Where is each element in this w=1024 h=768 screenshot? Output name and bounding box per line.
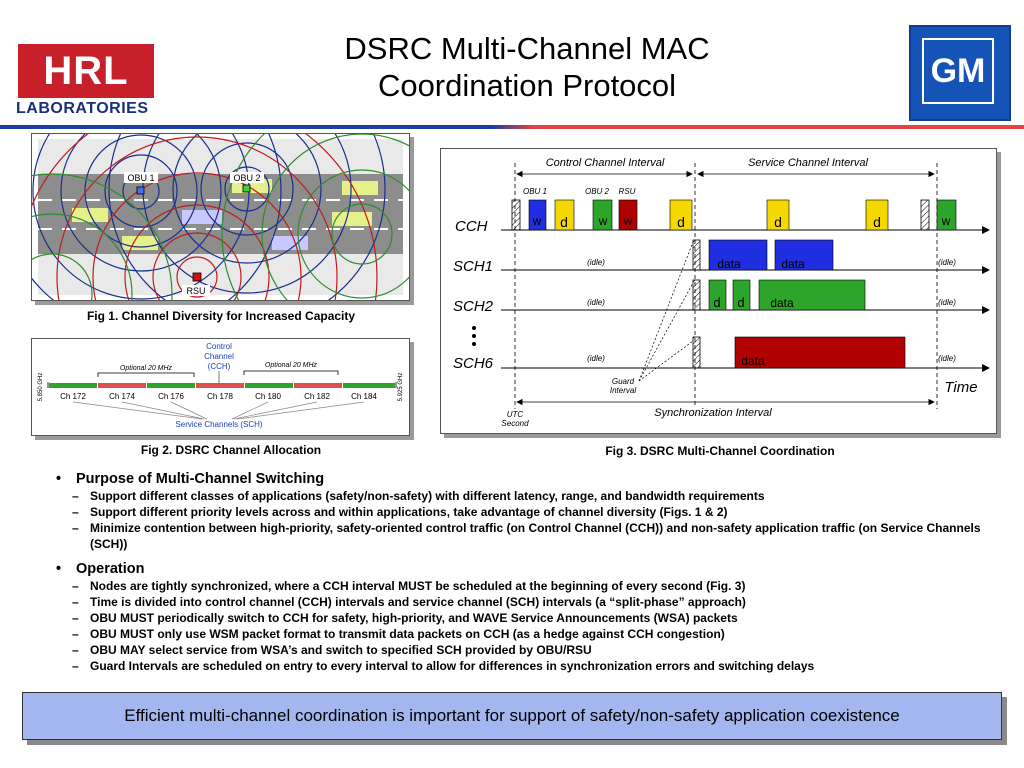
- fig1-channel-diversity-image: OBU 1 OBU 2 RSU: [32, 134, 409, 300]
- bullet-operation-item-4: OBU MUST only use WSM packet format to t…: [56, 626, 996, 642]
- fig3-cch-w1: w: [532, 214, 542, 228]
- fig2-ch176: Ch 176: [158, 392, 184, 401]
- fig3-sch6-idle-1: (idle): [587, 354, 605, 363]
- fig3-sch2-idle-2: (idle): [938, 298, 956, 307]
- hrl-logo-subtitle: LABORATORIES: [16, 100, 149, 117]
- fig1-obu1-label: OBU 1: [127, 173, 154, 183]
- bullet-operation: Operation: [56, 560, 996, 578]
- fig2-figure: Control Channel (CCH) Optional 20 MHz Op…: [31, 338, 410, 436]
- fig3-sch6-data: data: [741, 354, 765, 368]
- fig2-optional-right: Optional 20 MHz: [265, 362, 318, 369]
- bullet-operation-item-3: OBU MUST periodically switch to CCH for …: [56, 610, 996, 626]
- fig2-cch-label-1: Control: [206, 342, 232, 351]
- fig3-cch-d4: d: [873, 214, 881, 230]
- fig3-sch1-idle-2: (idle): [938, 258, 956, 267]
- fig3-coordination-diagram: Control Channel Interval Service Channel…: [453, 156, 990, 428]
- fig3-row-sch2: SCH2: [453, 298, 494, 315]
- bullet-operation-item-2: Time is divided into control channel (CC…: [56, 594, 996, 610]
- fig3-sch1-data2: data: [781, 257, 805, 271]
- bullet-purpose: Purpose of Multi-Channel Switching: [56, 470, 996, 488]
- fig3-row-cch: CCH: [455, 218, 488, 235]
- fig3-obu1-label: OBU 1: [523, 187, 547, 196]
- fig3-utc-1: UTC: [507, 410, 524, 419]
- fig3-row-sch6: SCH6: [453, 355, 494, 372]
- bullet-section: Purpose of Multi-Channel Switching Suppo…: [56, 470, 996, 674]
- fig2-freq-left: 5.850 GHz: [38, 373, 44, 402]
- fig3-sch1-idle-1: (idle): [587, 258, 605, 267]
- fig3-cch-w4: w: [941, 214, 951, 228]
- fig3-caption: Fig 3. DSRC Multi-Channel Coordination: [605, 444, 835, 458]
- fig3-cch-w3: w: [623, 214, 633, 228]
- fig2-ch178: Ch 178: [207, 392, 233, 401]
- fig1-caption: Fig 1. Channel Diversity for Increased C…: [86, 309, 356, 323]
- fig2-cch-label-2: Channel: [204, 352, 234, 361]
- fig3-sch2-d2: d: [737, 295, 744, 310]
- bullet-purpose-item-2: Support different priority levels across…: [56, 504, 996, 520]
- summary-banner: Efficient multi-channel coordination is …: [22, 692, 1002, 740]
- title-line-2: Coordination Protocol: [377, 68, 677, 103]
- fig3-cch-w2: w: [598, 214, 608, 228]
- bullet-operation-item-6: Guard Intervals are scheduled on entry t…: [56, 658, 996, 674]
- fig2-ch182: Ch 182: [304, 392, 330, 401]
- hrl-logo-text: HRL: [43, 49, 129, 93]
- fig1-rsu-label: RSU: [186, 286, 205, 296]
- hrl-logo: [18, 44, 154, 98]
- fig3-cch-d2: d: [677, 214, 685, 230]
- bullet-list: Purpose of Multi-Channel Switching Suppo…: [56, 470, 996, 674]
- fig2-ch180: Ch 180: [255, 392, 281, 401]
- gm-logo: [909, 25, 1011, 121]
- fig3-sci-label: Service Channel Interval: [748, 157, 868, 169]
- fig2-freq-right: 5.925 GHz: [398, 373, 404, 402]
- fig3-time-label: Time: [944, 379, 977, 396]
- fig3-utc-2: Second: [501, 419, 529, 428]
- fig3-sync-label: Synchronization Interval: [654, 407, 772, 419]
- fig2-ch184: Ch 184: [351, 392, 377, 401]
- header-divider: [0, 125, 1024, 129]
- fig2-ch174: Ch 174: [109, 392, 135, 401]
- fig2-cch-label-3: (CCH): [208, 362, 231, 371]
- fig3-obu2-label: OBU 2: [585, 187, 610, 196]
- bullet-operation-item-1: Nodes are tightly synchronized, where a …: [56, 578, 996, 594]
- fig3-row-sch1: SCH1: [453, 258, 493, 275]
- fig3-rsu-label: RSU: [619, 187, 636, 196]
- fig3-sch2-data: data: [770, 296, 794, 310]
- fig2-sch-label: Service Channels (SCH): [175, 420, 262, 429]
- fig3-cch-d1: d: [560, 214, 568, 230]
- bullet-purpose-item-1: Support different classes of application…: [56, 488, 996, 504]
- fig2-channel-allocation-diagram: Control Channel (CCH) Optional 20 MHz Op…: [38, 342, 404, 429]
- fig2-caption: Fig 2. DSRC Channel Allocation: [140, 443, 322, 457]
- fig2-ch172: Ch 172: [60, 392, 86, 401]
- gm-logo-text: GM: [922, 38, 994, 104]
- fig3-cch-d3: d: [774, 214, 782, 230]
- fig1-obu2-label: OBU 2: [233, 173, 260, 183]
- title-line-1: DSRC Multi-Channel MAC: [344, 31, 710, 66]
- fig3-ellipsis: [472, 326, 476, 346]
- fig3-sch1-data1: data: [717, 257, 741, 271]
- fig3-sch2-d1: d: [713, 295, 720, 310]
- page-title: DSRC Multi-Channel MAC Coordination Prot…: [250, 30, 804, 104]
- fig3-sch2-idle-1: (idle): [587, 298, 605, 307]
- fig2-optional-left: Optional 20 MHz: [120, 365, 173, 372]
- fig3-cci-label: Control Channel Interval: [546, 157, 665, 169]
- fig3-guard-2: Interval: [610, 386, 636, 395]
- fig3-guard-1: Guard: [612, 377, 635, 386]
- bullet-purpose-item-3: Minimize contention between high-priorit…: [56, 520, 996, 552]
- registered-mark: ®: [144, 42, 153, 56]
- fig3-figure: Control Channel Interval Service Channel…: [440, 148, 997, 434]
- fig3-sch6-idle-2: (idle): [938, 354, 956, 363]
- fig1-figure: OBU 1 OBU 2 RSU: [31, 133, 410, 301]
- bullet-operation-item-5: OBU MAY select service from WSA’s and sw…: [56, 642, 996, 658]
